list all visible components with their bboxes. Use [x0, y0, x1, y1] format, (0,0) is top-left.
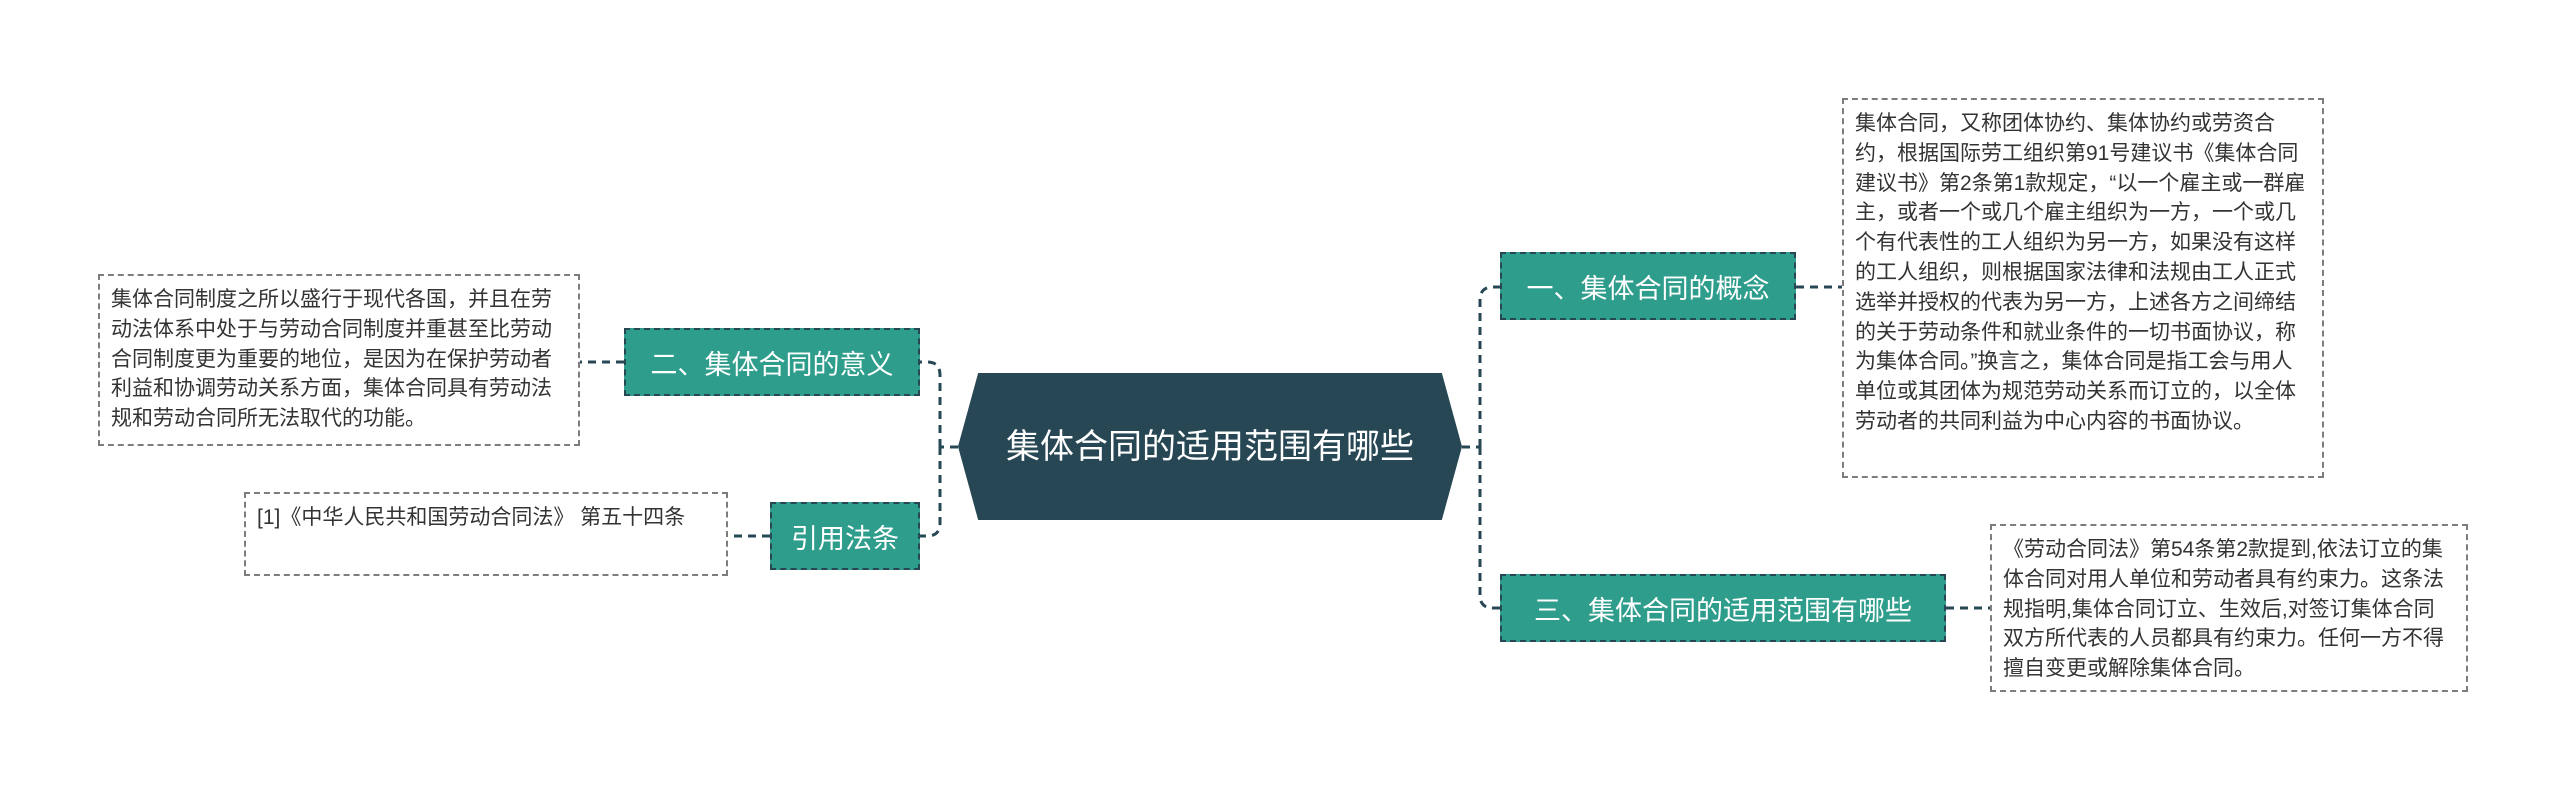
detail-citation-text: [1]《中华人民共和国劳动合同法》 第五十四条	[257, 506, 686, 529]
detail-concept[interactable]: 集体合同，又称团体协约、集体协约或劳资合约，根据国际劳工组织第91号建议书《集体…	[1842, 98, 2324, 478]
connector-to-citation	[920, 447, 942, 538]
central-topic[interactable]: 集体合同的适用范围有哪些	[958, 373, 1462, 520]
connector-to-concept	[1478, 285, 1500, 447]
central-topic-title: 集体合同的适用范围有哪些	[1006, 427, 1414, 466]
branch-concept[interactable]: 一、集体合同的概念	[1500, 252, 1796, 320]
detail-citation[interactable]: [1]《中华人民共和国劳动合同法》 第五十四条	[244, 492, 728, 576]
branch-citation[interactable]: 引用法条	[770, 502, 920, 570]
branch-meaning[interactable]: 二、集体合同的意义	[624, 328, 920, 396]
connector-to-meaning	[920, 360, 942, 447]
branch-meaning-label: 二、集体合同的意义	[650, 349, 894, 380]
branch-citation-label: 引用法条	[791, 523, 899, 554]
connector-to-scope	[1478, 447, 1500, 610]
detail-scope[interactable]: 《劳动合同法》第54条第2款提到,依法订立的集体合同对用人单位和劳动者具有约束力…	[1990, 524, 2468, 692]
detail-meaning-text: 集体合同制度之所以盛行于现代各国，并且在劳动法体系中处于与劳动合同制度并重甚至比…	[111, 288, 552, 431]
detail-scope-text: 《劳动合同法》第54条第2款提到,依法订立的集体合同对用人单位和劳动者具有约束力…	[2003, 538, 2444, 681]
detail-concept-text: 集体合同，又称团体协约、集体协约或劳资合约，根据国际劳工组织第91号建议书《集体…	[1855, 112, 2306, 433]
branch-scope[interactable]: 三、集体合同的适用范围有哪些	[1500, 574, 1946, 642]
detail-meaning[interactable]: 集体合同制度之所以盛行于现代各国，并且在劳动法体系中处于与劳动合同制度并重甚至比…	[98, 274, 580, 446]
branch-scope-label: 三、集体合同的适用范围有哪些	[1534, 595, 1912, 626]
branch-concept-label: 一、集体合同的概念	[1526, 273, 1770, 304]
